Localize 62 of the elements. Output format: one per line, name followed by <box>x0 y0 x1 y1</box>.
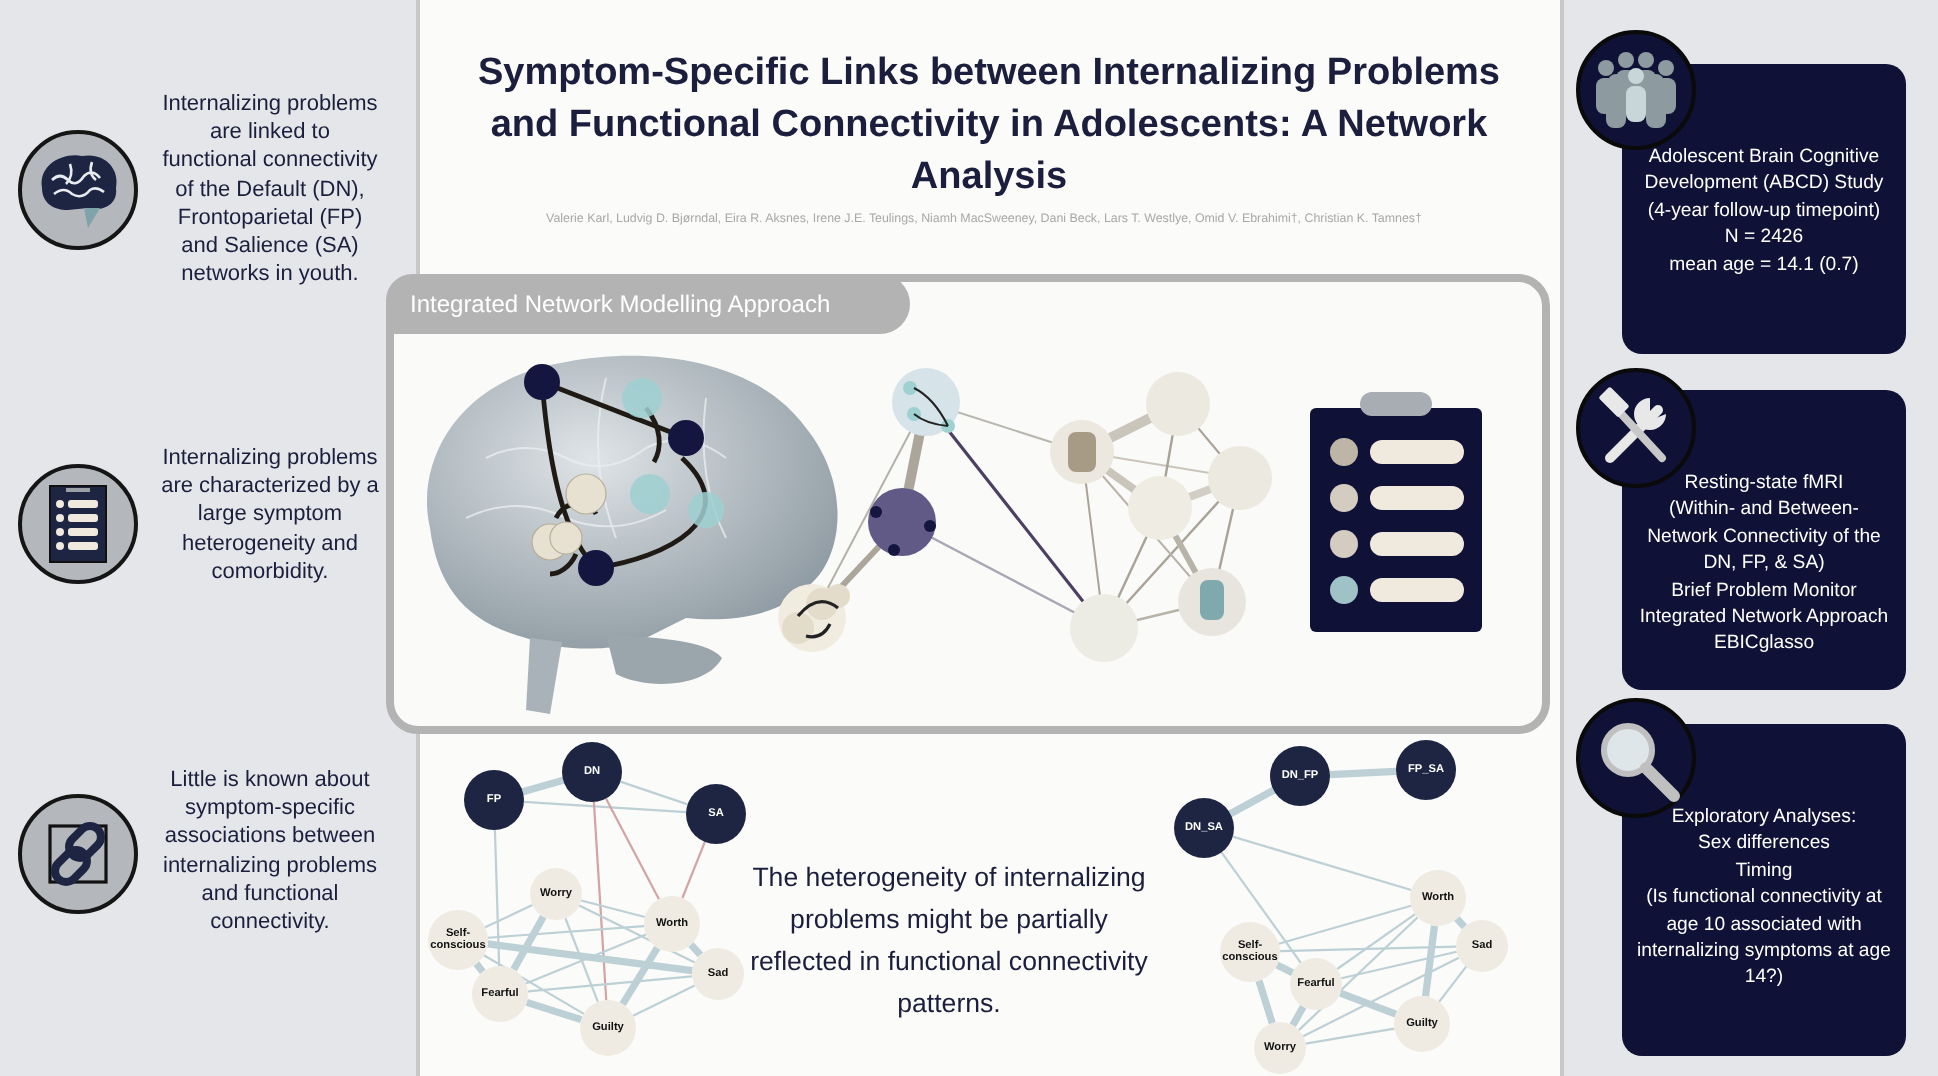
summary-text: The heterogeneity of internalizing problems might be partially reflected in functional connectivity patterns. <box>748 860 1150 1022</box>
network-edge <box>473 961 486 975</box>
network-edge <box>1421 925 1439 997</box>
network-edge <box>1329 767 1397 779</box>
network-edge <box>580 899 646 919</box>
network-edge <box>1228 787 1276 817</box>
network-edge <box>1289 1004 1307 1028</box>
card-text: Brief Problem Monitor <box>1669 577 1859 605</box>
poster-title: Symptom-Specific Links between Internalizing Problems and Functional Connectivity in Adolescents: A Network Analysis <box>476 50 1502 202</box>
card-text: Exploratory Analyses: <box>1669 804 1859 831</box>
network-edge <box>1336 913 1416 970</box>
network-edge <box>619 945 661 1007</box>
card-text: (4-year follow-up timepoint) <box>1645 197 1883 225</box>
network-edge <box>1232 835 1412 892</box>
network-edge <box>1341 950 1457 980</box>
network-edge <box>521 776 565 796</box>
network-edge <box>487 940 693 975</box>
network-edge <box>1302 956 1460 1038</box>
network-edge <box>510 914 547 972</box>
info-card <box>1622 390 1906 690</box>
network-edge <box>487 925 645 939</box>
network-edge <box>1279 945 1457 953</box>
network-edge <box>493 829 501 967</box>
intro-text: Little is known about symptom-specific associations between internalizing problems and functional connectivity. <box>161 766 379 937</box>
network-edge <box>483 954 585 1015</box>
network-edge <box>1339 989 1398 1018</box>
card-text: (Within- and Between-Network Connectivity of the DN, FP, & SA) <box>1645 496 1883 578</box>
network-edge <box>578 904 696 964</box>
info-card <box>1622 64 1906 354</box>
network-edge <box>1255 979 1276 1025</box>
card-text: Resting-state fMRI <box>1682 470 1846 497</box>
card-text: Integrated Network Approach <box>1637 604 1891 631</box>
network-edge <box>525 933 647 985</box>
network-edge <box>484 904 533 929</box>
info-card <box>1622 724 1906 1056</box>
network-edge <box>592 801 608 1001</box>
network-edge <box>620 780 688 806</box>
card-text: mean age = 14.1 (0.7) <box>1667 251 1861 279</box>
network-edge <box>688 942 704 958</box>
card-text: (Is functional connectivity at age 10 associated with internalizing symptoms at age 14?) <box>1635 884 1893 992</box>
network-edge <box>1438 965 1468 1003</box>
network-edge <box>525 998 583 1024</box>
network-edge <box>1220 851 1302 964</box>
card-text: N = 2426 <box>1722 224 1806 252</box>
network-edge <box>632 984 696 1017</box>
network-edge <box>1278 904 1412 945</box>
network-edge <box>605 798 660 900</box>
network-edge <box>564 917 599 1003</box>
network-edge <box>523 800 687 814</box>
panel-header: Integrated Network Modelling Approach <box>386 274 910 334</box>
intro-text: Internalizing problems are characterized by a large symptom heterogeneity and comorbidity. <box>160 444 380 587</box>
network-edge <box>681 841 706 899</box>
card-text: Timing <box>1733 857 1795 885</box>
card-text: Adolescent Brain Cognitive Development (ABCD) Study <box>1642 144 1886 198</box>
network-edge <box>527 975 693 993</box>
panel-card <box>386 274 1550 734</box>
network-edge <box>1305 1027 1395 1045</box>
network-edge <box>1454 916 1468 930</box>
card-text: EBICglasso <box>1711 630 1817 658</box>
card-text: Sex differences <box>1696 830 1832 858</box>
intro-text: Internalizing problems are linked to functional connectivity of the Default (DN), Frontoparietal (FP) and Salience (SA) networks in youth. <box>160 90 380 289</box>
network-edge <box>1275 961 1295 976</box>
